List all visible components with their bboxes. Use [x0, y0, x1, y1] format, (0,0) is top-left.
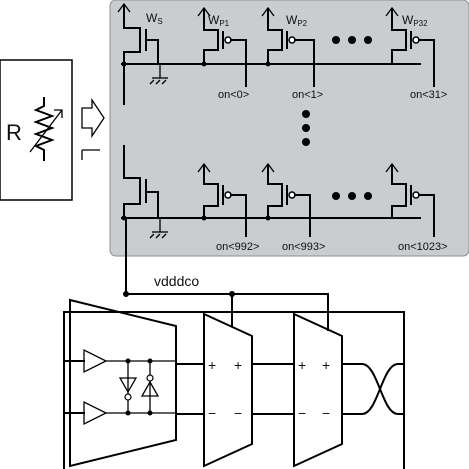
delay-stage-3: + + − −: [293, 312, 343, 468]
pmos-bottom-1023: [385, 162, 435, 237]
stage3-minus-right: −: [322, 405, 330, 421]
supply-net-label: vdddco: [154, 273, 199, 289]
variable-resistor-block: R: [0, 59, 73, 201]
device-label-wp32: WP32: [402, 13, 428, 28]
pmos-row-top: WS WP1 WP2 WP32 on<0> on<1> on<31>: [117, 2, 447, 105]
pmos-bottom-1: [123, 177, 168, 239]
control-label-on31: on<31>: [410, 89, 447, 101]
stage2-plus-right: +: [234, 357, 242, 373]
stage2-minus-right: −: [234, 405, 242, 421]
ring-oscillator: + + − − + + − −: [63, 298, 405, 469]
pmos-wp32: [385, 6, 435, 87]
delay-stage-2: + + − −: [203, 312, 253, 468]
stage2-plus-left: +: [208, 357, 216, 373]
pmos-wp1: [197, 6, 247, 87]
stage3-plus-left: +: [298, 357, 306, 373]
pmos-row-bottom: on<992> on<993> on<1023>: [121, 145, 448, 253]
pmos-bottom-992: [197, 162, 247, 237]
control-label-on992: on<992>: [216, 241, 259, 253]
stage3-minus-left: −: [298, 405, 306, 421]
resistor-symbol: [33, 97, 55, 161]
device-label-wp1: WP1: [208, 13, 230, 28]
supply-net: vdddco: [123, 217, 329, 331]
control-label-on993: on<993>: [282, 241, 325, 253]
equivalence-arrow: [81, 97, 105, 160]
pmos-ws: [117, 2, 168, 85]
stage2-minus-left: −: [208, 405, 216, 421]
control-label-on1: on<1>: [292, 89, 323, 101]
pmos-bottom-993: [261, 162, 311, 237]
control-label-on1023: on<1023>: [398, 241, 448, 253]
stage3-plus-right: +: [322, 357, 330, 373]
device-label-wp2: WP2: [286, 13, 308, 28]
resistor-label: R: [6, 120, 22, 145]
control-label-on0: on<0>: [218, 89, 249, 101]
row-ellipsis: [302, 110, 310, 146]
variable-arrow: [29, 109, 63, 153]
delay-stage-1: [69, 298, 177, 468]
pmos-wp2: [261, 6, 315, 87]
device-label-ws: WS: [146, 11, 163, 26]
